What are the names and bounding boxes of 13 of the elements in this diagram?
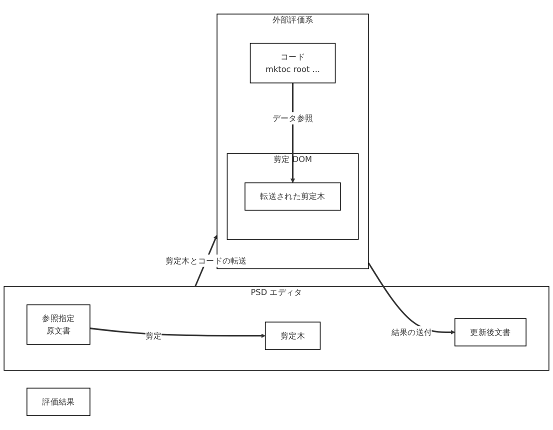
node-box: 評価結果 <box>26 388 90 416</box>
node-box: 剪定木 <box>264 322 321 350</box>
node-box: 更新後文書 <box>454 318 526 346</box>
arrow <box>90 328 266 338</box>
edge-label: 結果の送付 <box>391 327 432 337</box>
node-box: 参照指定 原文書 <box>26 304 90 345</box>
edge-label: データ参照 <box>272 113 314 124</box>
edge-label: 剪定 <box>145 330 162 341</box>
arrow <box>368 262 456 335</box>
node-box: コード mktoc root ... <box>250 43 336 84</box>
edge-label: 剪定木とコードの転送 <box>165 256 247 266</box>
arrow <box>290 83 295 184</box>
node-box: 転送された剪定木 <box>244 182 341 211</box>
